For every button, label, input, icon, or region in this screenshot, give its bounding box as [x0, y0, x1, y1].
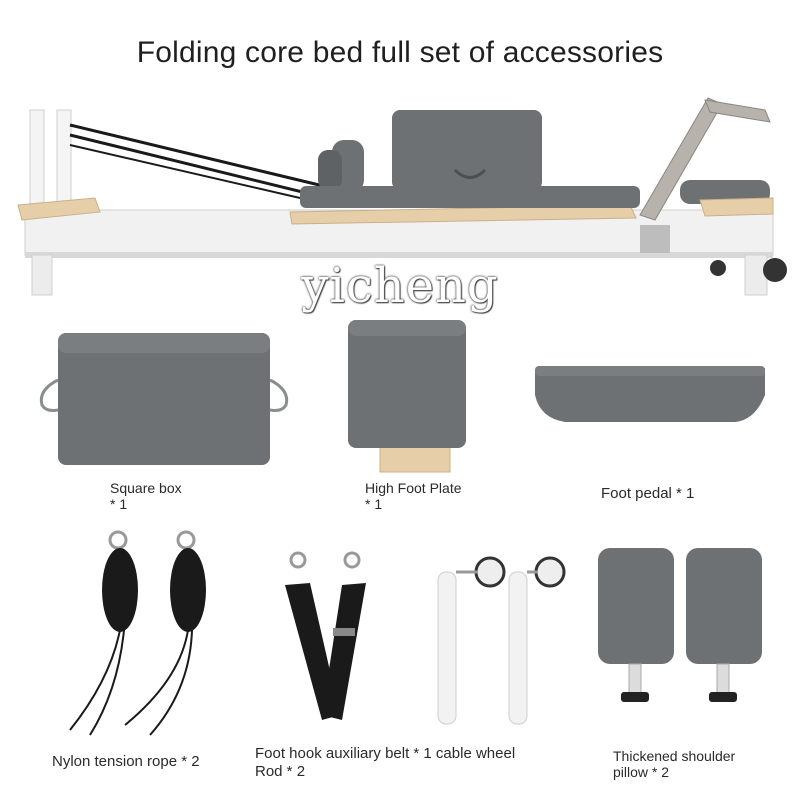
bed-wheel: [763, 258, 787, 282]
foot-hook-belt-image: [285, 551, 366, 720]
watermark-text: yicheng: [301, 258, 499, 314]
foot-hook-line2: Rod * 2: [255, 763, 306, 780]
high-foot-plate-name: High Foot Plate: [365, 480, 462, 496]
foot-bar-bracket: [640, 225, 670, 253]
foot-bar-top: [704, 99, 771, 123]
square-box-qty: * 1: [110, 496, 128, 512]
bed-carriage-pad: [300, 186, 640, 208]
wood-platform: [17, 197, 101, 221]
bed-wheel: [710, 260, 726, 276]
bed-leg: [31, 254, 53, 296]
foot-pedal-image: [535, 366, 765, 422]
wood-right-board: [699, 197, 774, 217]
rope-line: [69, 133, 336, 202]
high-foot-plate-qty: * 1: [365, 496, 383, 512]
bed-shoulder-rest: [318, 150, 342, 190]
square-box-label: Square box * 1: [110, 480, 182, 512]
foot-hook-line1: Foot hook auxiliary belt * 1 cable wheel: [255, 745, 516, 762]
nylon-rope-image: [69, 530, 206, 736]
square-box-image: [39, 333, 289, 465]
shoulder-pillow-line1: Thickened shoulder: [613, 748, 736, 764]
high-foot-plate-image: [348, 320, 466, 473]
foot-pedal-label: Foot pedal * 1: [601, 485, 695, 502]
bed-frame-shadow: [25, 252, 773, 258]
shoulder-pillow-line2: pillow * 2: [613, 764, 670, 780]
bed-box: [392, 110, 542, 190]
nylon-rope-label: Nylon tension rope * 2: [52, 753, 200, 770]
page-title: Folding core bed full set of accessories: [136, 36, 664, 69]
bed-box-handle: [453, 168, 487, 179]
bed-right-seat: [680, 180, 770, 204]
high-foot-plate-label: High Foot Plate * 1: [365, 480, 462, 512]
shoulder-pillow-label: Thickened shoulder pillow * 2: [613, 748, 735, 780]
rope-line: [69, 123, 341, 192]
rope-line: [69, 144, 301, 199]
square-box-name: Square box: [110, 480, 182, 496]
cable-wheel-rods-image: [437, 556, 566, 725]
shoulder-pillows-image: [598, 548, 762, 702]
foot-hook-label: Foot hook auxiliary belt * 1 cable wheel…: [255, 745, 515, 781]
